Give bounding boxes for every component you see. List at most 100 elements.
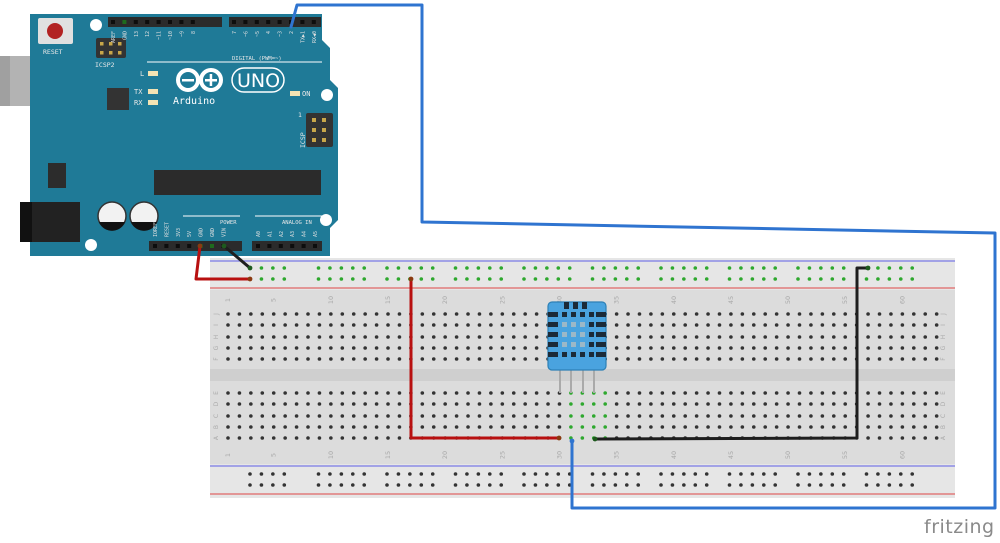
- rail-hole[interactable]: [910, 266, 915, 270]
- breadboard-hole[interactable]: [831, 312, 836, 316]
- breadboard-hole[interactable]: [374, 312, 379, 316]
- breadboard-hole[interactable]: [557, 402, 562, 406]
- rail-hole[interactable]: [876, 277, 880, 281]
- breadboard-hole[interactable]: [889, 357, 893, 361]
- rail-hole[interactable]: [385, 483, 389, 487]
- breadboard-hole[interactable]: [614, 312, 619, 316]
- breadboard-hole[interactable]: [809, 323, 813, 327]
- breadboard-hole[interactable]: [866, 346, 870, 350]
- breadboard-hole[interactable]: [511, 312, 516, 316]
- breadboard-hole[interactable]: [626, 335, 630, 339]
- breadboard-hole[interactable]: [351, 346, 356, 350]
- rail-hole[interactable]: [339, 266, 344, 270]
- breadboard-hole[interactable]: [397, 346, 402, 350]
- breadboard-hole[interactable]: [271, 425, 276, 429]
- breadboard-hole[interactable]: [763, 335, 768, 339]
- breadboard-hole[interactable]: [729, 425, 733, 429]
- breadboard-hole[interactable]: [431, 402, 436, 406]
- breadboard-hole[interactable]: [546, 414, 550, 418]
- breadboard-hole[interactable]: [683, 414, 687, 418]
- rail-hole[interactable]: [693, 483, 698, 487]
- rail-hole[interactable]: [533, 472, 538, 476]
- rail-hole[interactable]: [613, 472, 618, 476]
- rail-hole[interactable]: [453, 277, 458, 281]
- rail-hole[interactable]: [385, 277, 389, 281]
- breadboard-hole[interactable]: [420, 312, 425, 316]
- rail-hole[interactable]: [556, 483, 561, 487]
- breadboard-hole[interactable]: [694, 357, 699, 361]
- breadboard-hole[interactable]: [386, 312, 390, 316]
- breadboard-hole[interactable]: [912, 402, 916, 406]
- breadboard-hole[interactable]: [317, 323, 322, 327]
- breadboard-hole[interactable]: [271, 323, 276, 327]
- rail-hole[interactable]: [693, 277, 698, 281]
- rail-hole[interactable]: [704, 483, 709, 487]
- rail-hole[interactable]: [841, 277, 846, 281]
- rail-hole[interactable]: [339, 277, 344, 281]
- rail-hole[interactable]: [624, 277, 629, 281]
- rail-hole[interactable]: [602, 483, 606, 487]
- breadboard-hole[interactable]: [763, 425, 768, 429]
- breadboard-hole[interactable]: [614, 335, 619, 339]
- rail-hole[interactable]: [796, 472, 800, 476]
- breadboard-hole[interactable]: [786, 425, 790, 429]
- rail-hole[interactable]: [419, 266, 424, 270]
- breadboard-hole[interactable]: [260, 425, 265, 429]
- breadboard-hole[interactable]: [431, 346, 436, 350]
- rail-hole[interactable]: [750, 472, 755, 476]
- breadboard-hole[interactable]: [649, 335, 653, 339]
- breadboard-hole[interactable]: [774, 414, 779, 418]
- rail-hole[interactable]: [556, 472, 561, 476]
- breadboard-hole[interactable]: [249, 335, 253, 339]
- rail-hole[interactable]: [590, 483, 595, 487]
- rail-hole[interactable]: [876, 483, 880, 487]
- breadboard-hole[interactable]: [626, 414, 630, 418]
- rail-hole[interactable]: [773, 472, 778, 476]
- rail-hole[interactable]: [682, 483, 686, 487]
- breadboard-hole[interactable]: [534, 323, 539, 327]
- breadboard-hole[interactable]: [889, 312, 893, 316]
- breadboard-hole[interactable]: [237, 414, 242, 418]
- breadboard-hole[interactable]: [569, 425, 573, 429]
- breadboard-hole[interactable]: [294, 335, 299, 339]
- breadboard-hole[interactable]: [511, 357, 516, 361]
- breadboard-hole[interactable]: [340, 391, 345, 395]
- rail-hole[interactable]: [362, 483, 367, 487]
- rail-hole[interactable]: [876, 266, 880, 270]
- rail-hole[interactable]: [602, 277, 606, 281]
- breadboard-hole[interactable]: [294, 357, 299, 361]
- breadboard-hole[interactable]: [260, 402, 265, 406]
- rail-hole[interactable]: [282, 472, 287, 476]
- breadboard-hole[interactable]: [706, 425, 710, 429]
- breadboard-hole[interactable]: [740, 391, 745, 395]
- breadboard-hole[interactable]: [900, 323, 905, 327]
- wire-sensor-data-to-pin2[interactable]: [289, 3, 997, 510]
- rail-hole[interactable]: [476, 266, 481, 270]
- breadboard-hole[interactable]: [317, 425, 322, 429]
- breadboard-hole[interactable]: [809, 414, 813, 418]
- breadboard-hole[interactable]: [866, 323, 870, 327]
- rail-hole[interactable]: [430, 483, 435, 487]
- breadboard-hole[interactable]: [294, 312, 299, 316]
- dht11-sensor[interactable]: [547, 301, 607, 393]
- breadboard-hole[interactable]: [443, 312, 447, 316]
- breadboard-hole[interactable]: [671, 391, 676, 395]
- header-pin[interactable]: [175, 244, 180, 248]
- rail-hole[interactable]: [545, 472, 549, 476]
- breadboard-hole[interactable]: [306, 323, 310, 327]
- breadboard-hole[interactable]: [717, 346, 722, 350]
- breadboard-hole[interactable]: [237, 357, 242, 361]
- breadboard-hole[interactable]: [683, 335, 687, 339]
- breadboard-hole[interactable]: [923, 436, 928, 440]
- breadboard-hole[interactable]: [386, 436, 390, 440]
- breadboard-hole[interactable]: [329, 391, 333, 395]
- wire-endpoint[interactable]: [408, 276, 414, 282]
- header-pin[interactable]: [210, 244, 214, 248]
- breadboard-hole[interactable]: [249, 346, 253, 350]
- wire-endpoint[interactable]: [556, 435, 562, 441]
- breadboard-hole[interactable]: [431, 391, 436, 395]
- breadboard-hole[interactable]: [317, 312, 322, 316]
- breadboard-hole[interactable]: [706, 357, 710, 361]
- rail-hole[interactable]: [796, 483, 800, 487]
- rail-hole[interactable]: [670, 483, 675, 487]
